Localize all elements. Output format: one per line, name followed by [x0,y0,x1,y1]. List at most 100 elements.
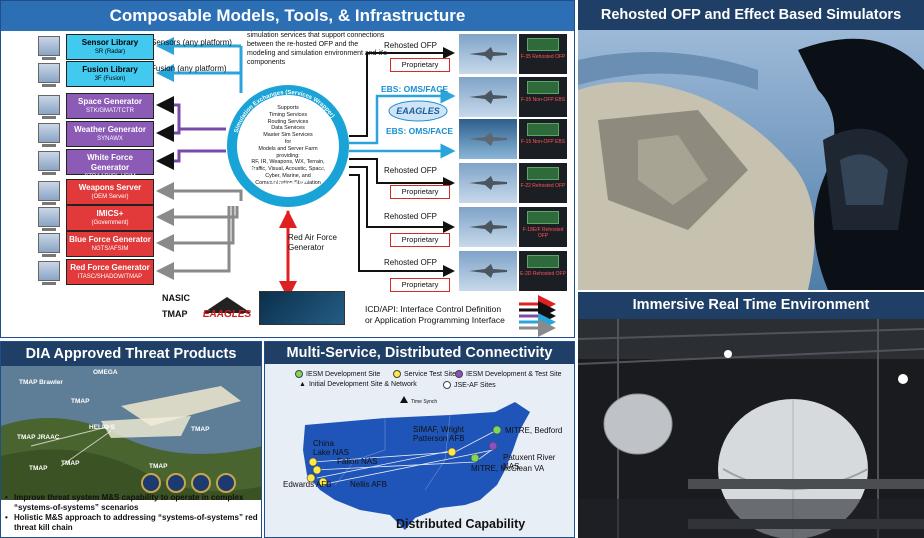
legend-service-test: Service Test Site [393,370,456,378]
hub-ring-top: Simulation Exchanges (Services Wrapper) [234,90,335,134]
simulator-f35-ebs: F-35 Non-OFP EBS [459,77,567,117]
eaagles-logo-text: EAAGLES [203,309,252,320]
tag-helios: HELIO S [89,424,116,431]
proprietary-box-1: Proprietary [390,58,450,72]
simulator-f35-ofp: F-35 Rehosted OFP [459,34,567,74]
threat-scenario-image [1,366,261,500]
eaagles-badge: EAAGLES [388,100,448,122]
computer-icon [38,95,60,119]
ebs-label-2: EBS: OMS/FACE [386,126,454,136]
library-box: IMICS+(Government) [66,205,154,231]
multi-service-panel: Multi-Service, Distributed Connectivity … [264,341,575,538]
nasic-tmap-labels: NASIC TMAP [162,290,190,322]
computer-icon [38,261,60,285]
eaagles-logo: EAAGLES [203,297,252,320]
triangle-icon: ▲ [299,381,306,388]
distributed-capability-label: Distributed Capability [396,517,526,531]
rehosted-ofp-label-2: Rehosted OFP [384,166,437,175]
proprietary-box-3: Proprietary [390,233,450,247]
time-synch-label: Time Synch [411,399,437,405]
site-nellis: Nellis AFB [350,480,387,489]
legend-iesm-dev: IESM Development Site [295,370,380,378]
tmap-screenshot [259,291,345,325]
green-dot-icon [295,370,303,378]
jet-image [459,207,517,247]
legend-initial-site: ▲Initial Development Site & Network [299,381,417,388]
site-patuxent: Patuxent River NAS [503,453,556,471]
composable-panel: Composable Models, Tools, & Infrastructu… [0,0,575,338]
computer-icon [38,36,60,60]
computer-icon [38,123,60,147]
tag-tmap-5: TMAP [29,465,48,472]
services-note: simulation services that support connect… [247,32,387,66]
jet-image [459,251,517,291]
tag-tmap-jraac: TMAP JRAAC [17,434,60,441]
dia-bullet-list: Improve threat system M&S capability to … [5,493,261,533]
sensors-flow-label: Sensors (any platform) [151,38,232,47]
jet-image [459,77,517,117]
rehosted-ofp-panel: Rehosted OFP and Effect Based Simulators [578,0,924,290]
tag-tmap-2: TMAP [191,426,210,433]
legend-jse: JSE-AF Sites [443,381,496,389]
jet-image [459,34,517,74]
nasic-label: NASIC [162,293,191,303]
dia-threat-panel: DIA Approved Threat Products OMEGA TMAP … [0,341,262,538]
composable-connectors [156,37,556,337]
simulator-f15-ebs: F-15 Non-OFP EBS [459,119,567,159]
proprietary-box-4: Proprietary [390,278,450,292]
rehosted-ofp-title: Rehosted OFP and Effect Based Simulators [578,0,924,30]
site-fallon: Fallon NAS [337,457,378,466]
simulator-f18-ofp: F-18E/F Rehosted OFP [459,207,567,247]
red-air-force-generator-label: Red Air Force Generator [288,233,337,252]
hub-services-text: Supports Timing Services Routing Service… [250,105,326,186]
simulation-exchange-hub: Supports Timing Services Routing Service… [227,85,349,207]
computer-icon [38,233,60,257]
eaagles-badge-text: EAAGLES [396,106,440,116]
fusion-flow-label: Fusion (any platform) [151,64,227,73]
library-box: Weapons Server(OEM Server) [66,179,154,205]
cockpit-display: F-18E/F Rehosted OFP [519,207,567,247]
tmap-label: TMAP [162,309,188,319]
white-dot-icon [443,381,451,389]
bullet-item: Holistic M&S approach to addressing “sys… [5,513,261,533]
computer-icon [38,181,60,205]
yellow-dot-icon [393,370,401,378]
svg-text:Simulation Exchanges (Services: Simulation Exchanges (Services Wrapper) [234,90,335,134]
tag-tmap-1: TMAP [71,398,90,405]
cockpit-display: F-22 Rehosted OFP [519,163,567,203]
site-simaf: SIMAF, Wright Patterson AFB [413,425,465,443]
site-mitre-mclean: MITRE, McClean VA [471,464,545,473]
site-mitre-bedford: MITRE, Bedford [505,426,563,435]
rehosted-ofp-label-1: Rehosted OFP [384,41,437,50]
hub-ring-text: Simulation Exchanges (Services Wrapper) … [218,76,338,188]
purple-dot-icon [455,370,463,378]
multi-service-title: Multi-Service, Distributed Connectivity [265,342,574,364]
tag-tmap-4: TMAP [149,463,168,470]
cockpit-display: F-35 Non-OFP EBS [519,77,567,117]
immersive-panel: Immersive Real Time Environment [578,292,924,538]
proprietary-box-2: Proprietary [390,185,450,199]
computer-icon [38,63,60,87]
rehosted-ofp-label-3: Rehosted OFP [384,212,437,221]
cockpit-simulator-photo [578,30,924,290]
tag-omega: OMEGA [93,369,118,376]
site-edwards: Edwards AFB [283,480,332,489]
cockpit-display: F-35 Rehosted OFP [519,34,567,74]
cockpit-display: E-2D Rehosted OFP [519,251,567,291]
computer-icon [38,151,60,175]
cockpit-display: F-15 Non-OFP EBS [519,119,567,159]
ebs-label-1: EBS: OMS/FACE [381,84,449,94]
